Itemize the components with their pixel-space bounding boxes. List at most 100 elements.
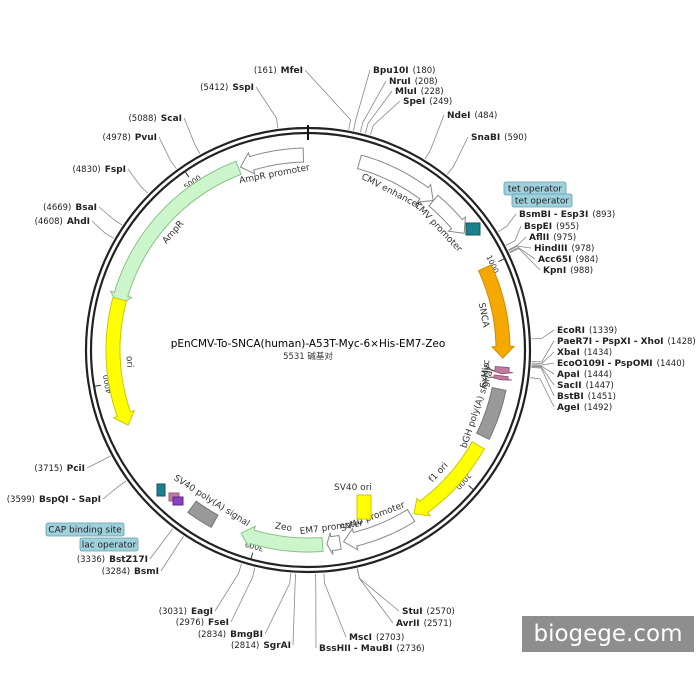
site-enzyme: BstZ17I — [109, 555, 148, 565]
site-leader — [91, 220, 115, 239]
plasmid-backbone — [84, 125, 532, 574]
restriction-site[interactable]: NruI(208) — [389, 77, 438, 87]
restriction-site[interactable]: StuI(2570) — [402, 607, 455, 617]
feature-myc — [490, 365, 513, 375]
site-enzyme: MluI — [395, 87, 417, 97]
site-position: (5088) — [128, 114, 156, 124]
restriction-site[interactable]: MscI (2703) — [349, 633, 404, 643]
site-enzyme: SspI — [232, 83, 254, 93]
restriction-site[interactable]: SgrAI (2814) — [231, 641, 291, 651]
restriction-site[interactable]: FseI(2976) — [176, 618, 229, 628]
site-enzyme: HindIII — [534, 244, 568, 254]
site-enzyme: NdeI — [447, 111, 470, 121]
site-position: (4978) — [103, 133, 131, 143]
restriction-site[interactable]: AvrII(2571) — [396, 619, 452, 629]
site-enzyme: SacII — [557, 381, 582, 391]
feature-label: ori — [123, 356, 134, 368]
inner-feature-tet-operator — [465, 222, 481, 236]
restriction-site[interactable]: FspI(4830) — [72, 165, 126, 175]
restriction-site[interactable]: AgeI(1492) — [557, 403, 612, 413]
restriction-site[interactable]: BsmBI - Esp3I(893) — [519, 210, 615, 220]
site-leader — [214, 563, 242, 612]
restriction-site[interactable]: BspEI(955) — [524, 222, 579, 232]
site-enzyme: ScaI — [161, 114, 182, 124]
site-leader — [304, 69, 352, 130]
restriction-site[interactable]: BstBI(1451) — [557, 392, 616, 402]
restriction-site[interactable]: BsaI(4669) — [43, 203, 97, 213]
site-position: (1434) — [584, 348, 612, 358]
restriction-site[interactable]: BstZ17I(3336) — [77, 555, 148, 565]
restriction-site[interactable]: BsmI(3284) — [102, 567, 159, 577]
site-position: (1451) — [588, 392, 616, 402]
restriction-site[interactable]: ApaI(1444) — [557, 370, 612, 380]
restriction-site[interactable]: MluI(228) — [395, 87, 444, 97]
restriction-site[interactable]: AflII(975) — [529, 233, 576, 243]
restriction-site[interactable]: ScaI (5088) — [128, 114, 182, 124]
site-enzyme: SgrAI — [263, 641, 291, 651]
tick-1000 — [498, 258, 506, 262]
site-position: (2976) — [176, 618, 204, 628]
restriction-site[interactable]: XbaI (1434) — [557, 348, 612, 358]
restriction-site[interactable]: SacII(1447) — [557, 381, 614, 391]
tick-5000 — [184, 171, 190, 178]
restriction-site[interactable]: KpnI(988) — [543, 266, 593, 276]
callout-box — [45, 522, 125, 537]
site-position: (1444) — [584, 370, 612, 380]
restriction-site[interactable]: PvuI(4978) — [103, 133, 157, 143]
site-position: (4830) — [72, 165, 100, 175]
site-enzyme: XbaI — [557, 348, 580, 358]
watermark: biogege.com — [522, 616, 694, 652]
site-leader — [323, 573, 347, 638]
restriction-site[interactable]: BssHII - MauBI(2736) — [319, 644, 425, 654]
site-leader — [446, 136, 469, 175]
site-enzyme: EcoRI — [557, 326, 585, 336]
restriction-site[interactable]: PaeR7I - PspXI - XhoI(1428) — [557, 337, 696, 347]
site-leader — [531, 340, 555, 363]
site-enzyme: BspEI — [524, 222, 552, 232]
site-enzyme: EagI — [191, 607, 213, 617]
restriction-site[interactable]: Acc65I(984) — [538, 255, 598, 265]
site-position: (978) — [572, 244, 595, 254]
site-position: (590) — [504, 133, 527, 143]
site-enzyme: MscI — [349, 633, 372, 643]
site-enzyme: NruI — [389, 77, 411, 87]
callout-label: tet operator — [515, 197, 569, 207]
restriction-site[interactable]: AhdI(4608) — [35, 217, 90, 227]
restriction-site[interactable]: EcoRI(1339) — [557, 326, 617, 336]
site-leader — [424, 114, 445, 160]
site-leader — [509, 248, 541, 271]
restriction-site[interactable]: EcoO109I - PspOMI(1440) — [557, 359, 685, 369]
site-leader — [531, 366, 555, 397]
site-position: (2814) — [231, 641, 259, 651]
inner-feature-lac-promoter — [156, 483, 166, 497]
site-position: (3599) — [7, 495, 35, 505]
site-enzyme: MfeI — [281, 66, 303, 76]
restriction-site[interactable]: BspQI - SapI(3599) — [7, 495, 101, 505]
backbone-outer-strand — [84, 126, 532, 574]
restriction-site[interactable]: MfeI(161) — [254, 66, 303, 76]
restriction-site[interactable]: BmgBI(2834) — [198, 630, 263, 640]
inner-feature-lac-operator — [172, 496, 184, 506]
site-leader — [315, 573, 317, 649]
site-leader — [86, 455, 111, 469]
restriction-site[interactable]: PciI(3715) — [34, 464, 85, 474]
restriction-site[interactable]: SpeI(249) — [403, 97, 452, 107]
site-position: (180) — [413, 66, 436, 76]
callout-label: lac operator — [82, 541, 137, 551]
restriction-site[interactable]: HindIII (978) — [534, 244, 594, 254]
restriction-site[interactable]: EagI(3031) — [159, 607, 213, 617]
site-position: (2703) — [376, 633, 404, 643]
restriction-site[interactable]: Bpu10I(180) — [373, 66, 435, 76]
restriction-site[interactable]: NdeI(484) — [447, 111, 497, 121]
restriction-site[interactable]: SspI(5412) — [200, 83, 254, 93]
feature-label: Zeo — [274, 522, 293, 534]
backbone-inner-strand — [89, 131, 527, 569]
site-leader — [508, 245, 532, 251]
restriction-site[interactable]: SnaBI(590) — [471, 133, 527, 143]
feature-label: 6xHis — [479, 362, 493, 388]
site-enzyme: EcoO109I - PspOMI — [557, 359, 653, 369]
site-enzyme: SpeI — [403, 97, 425, 107]
site-leader — [255, 86, 279, 129]
site-leader — [292, 573, 297, 646]
site-enzyme: AflII — [529, 233, 549, 243]
